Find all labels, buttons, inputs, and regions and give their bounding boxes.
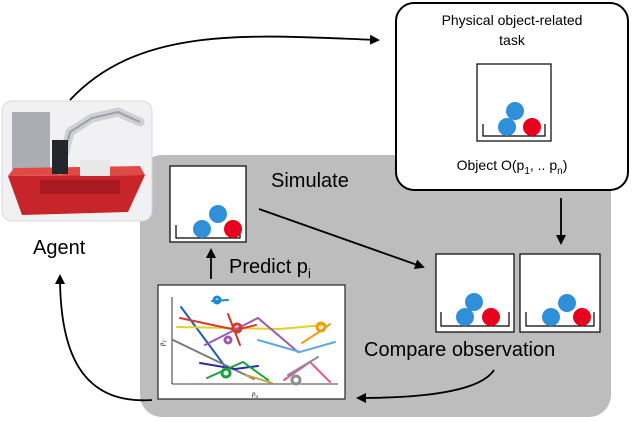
compare-container-right bbox=[519, 253, 601, 333]
blue-ball bbox=[193, 220, 211, 238]
compare-container-left bbox=[435, 253, 515, 333]
trajectory-lines bbox=[172, 299, 336, 384]
prediction-plot: pa p1 bbox=[157, 284, 346, 400]
trajectory-scribbles bbox=[212, 295, 327, 386]
arrow-agent-to-task bbox=[69, 34, 380, 101]
plot-ylabel: p1 bbox=[158, 340, 168, 347]
simulate-label: Simulate bbox=[271, 170, 349, 192]
red-ball bbox=[523, 118, 541, 136]
blue-ball bbox=[498, 118, 516, 136]
task-title: Physical object-related task bbox=[441, 12, 583, 48]
blue-ball bbox=[456, 308, 474, 326]
arrow-plot-to-agent bbox=[55, 274, 153, 402]
simulate-container bbox=[169, 165, 247, 243]
robot-agent-image bbox=[1, 100, 153, 222]
arrow-simulate-to-compare bbox=[258, 208, 425, 270]
blue-ball bbox=[465, 293, 483, 311]
red-ball bbox=[573, 308, 591, 326]
predict-label: Predict pi bbox=[229, 256, 311, 281]
compare-observation-label: Compare observation bbox=[364, 339, 556, 361]
agent-label: Agent bbox=[33, 237, 86, 259]
red-ball bbox=[482, 308, 500, 326]
flow-arrows bbox=[55, 34, 566, 403]
plot-xlabel: pa bbox=[251, 390, 259, 400]
red-ball bbox=[224, 220, 242, 238]
blue-ball bbox=[542, 308, 560, 326]
blue-ball bbox=[558, 294, 576, 312]
blue-ball bbox=[209, 205, 227, 223]
object-label: Object O(p1, .. pn) bbox=[456, 157, 568, 177]
task-container bbox=[476, 63, 552, 142]
arrow-compare-to-plot bbox=[356, 369, 495, 403]
blue-ball bbox=[506, 102, 524, 120]
